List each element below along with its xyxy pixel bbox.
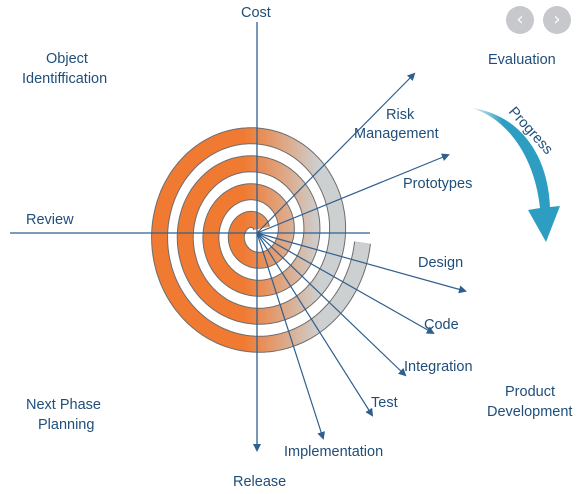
label-risk: Risk (386, 107, 415, 123)
label-test: Test (371, 395, 398, 411)
label-release: Release (233, 474, 286, 490)
label-product: Product (505, 384, 555, 400)
arrow-implementation (256, 232, 325, 440)
chevron-left-icon: ‹ (516, 9, 524, 30)
previous-image-button[interactable]: ‹ (506, 6, 534, 34)
arrow-prototypes (256, 153, 450, 234)
label-integration: Integration (404, 359, 473, 375)
arrow-code (256, 232, 435, 334)
label-review: Review (26, 212, 74, 228)
label-next-phase: Next Phase (26, 397, 101, 413)
arrow-test (256, 232, 374, 417)
label-planning: Planning (38, 417, 94, 433)
arrow-risk-management (256, 72, 416, 234)
next-image-button[interactable]: › (543, 6, 571, 34)
progress-arrow (472, 108, 560, 242)
label-prototypes: Prototypes (403, 176, 472, 192)
arrow-integration (256, 232, 407, 377)
chevron-right-icon: › (553, 9, 561, 30)
label-development: Development (487, 404, 572, 420)
label-code: Code (424, 317, 459, 333)
label-evaluation: Evaluation (488, 52, 556, 68)
arrow-design (256, 232, 467, 294)
spiral-band (152, 128, 370, 352)
label-identification: Identiffication (22, 71, 107, 87)
label-management: Management (354, 126, 439, 142)
label-cost: Cost (241, 5, 271, 21)
label-implementation: Implementation (284, 444, 383, 460)
label-design: Design (418, 255, 463, 271)
label-object: Object (46, 51, 88, 67)
